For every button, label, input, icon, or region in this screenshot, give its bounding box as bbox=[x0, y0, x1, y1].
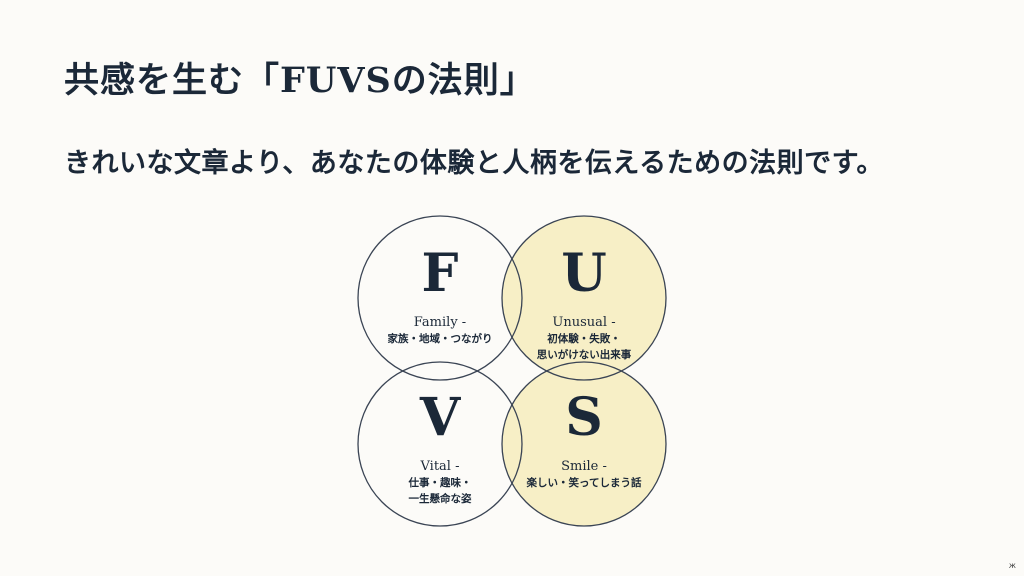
quadrant-desc: 家族・地域・つながり bbox=[387, 333, 493, 345]
quadrant-letter: V bbox=[419, 387, 461, 448]
quadrant-name: Smile - bbox=[561, 459, 607, 474]
quadrant-letter: F bbox=[421, 243, 459, 304]
fuvs-diagram: F Family - 家族・地域・つながり U Unusual - 初体験・失敗… bbox=[340, 212, 684, 532]
circle-s-outline bbox=[501, 361, 667, 527]
circle-u-outline bbox=[501, 215, 667, 381]
circle-u-fill bbox=[502, 216, 666, 380]
circle-f-outline bbox=[357, 215, 523, 381]
quadrant-name: Family - bbox=[413, 315, 467, 330]
quadrant-smile: S Smile - 楽しい・笑ってしまう話 bbox=[509, 392, 659, 491]
quadrant-unusual: U Unusual - 初体験・失敗・ 思いがけない出来事 bbox=[509, 248, 659, 363]
quadrant-name: Unusual - bbox=[552, 315, 616, 330]
slide-subtitle: きれいな文章より、あなたの体験と人柄を伝えるための法則です。 bbox=[64, 148, 884, 179]
quadrant-desc: 思いがけない出来事 bbox=[536, 349, 632, 361]
circle-s-fill bbox=[502, 362, 666, 526]
quadrant-letter: S bbox=[565, 387, 603, 448]
quadrant-vital: V Vital - 仕事・趣味・ 一生懸命な姿 bbox=[365, 392, 515, 507]
corner-mark: ж bbox=[1008, 561, 1016, 570]
quadrant-desc: 仕事・趣味・ bbox=[408, 477, 472, 489]
quadrant-name: Vital - bbox=[420, 459, 460, 474]
quadrant-desc: 一生懸命な姿 bbox=[408, 493, 472, 505]
circle-v-outline bbox=[357, 361, 523, 527]
quadrant-desc: 初体験・失敗・ bbox=[547, 333, 621, 345]
slide-title: 共感を生む「FUVSの法則」 bbox=[64, 60, 536, 101]
quadrant-family: F Family - 家族・地域・つながり bbox=[365, 248, 515, 347]
fuvs-circles-graphic bbox=[357, 215, 667, 527]
quadrant-letter: U bbox=[561, 243, 607, 304]
quadrant-desc: 楽しい・笑ってしまう話 bbox=[526, 477, 642, 489]
